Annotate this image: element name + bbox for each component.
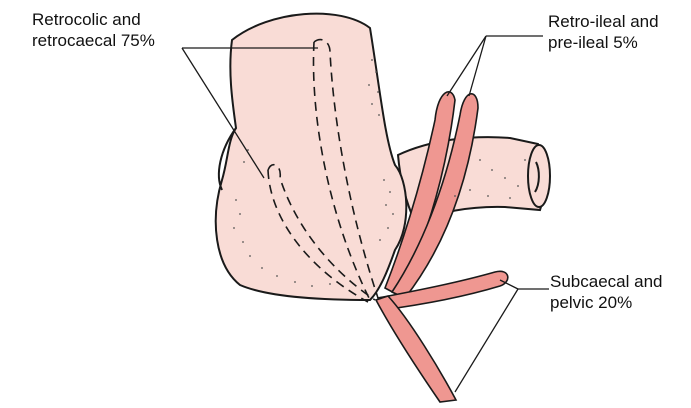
label-subcaecal-line2: pelvic 20% bbox=[550, 292, 662, 313]
label-retrocolic-line1: Retrocolic and bbox=[32, 9, 155, 30]
label-retroileal-preileal: Retro-ileal and pre-ileal 5% bbox=[548, 11, 659, 53]
label-retroileal-line1: Retro-ileal and bbox=[548, 11, 659, 32]
label-retrocolic-retrocaecal: Retrocolic and retrocaecal 75% bbox=[32, 9, 155, 51]
label-retroileal-line2: pre-ileal 5% bbox=[548, 32, 659, 53]
label-retrocolic-line2: retrocaecal 75% bbox=[32, 30, 155, 51]
label-subcaecal-pelvic: Subcaecal and pelvic 20% bbox=[550, 271, 662, 313]
label-subcaecal-line1: Subcaecal and bbox=[550, 271, 662, 292]
